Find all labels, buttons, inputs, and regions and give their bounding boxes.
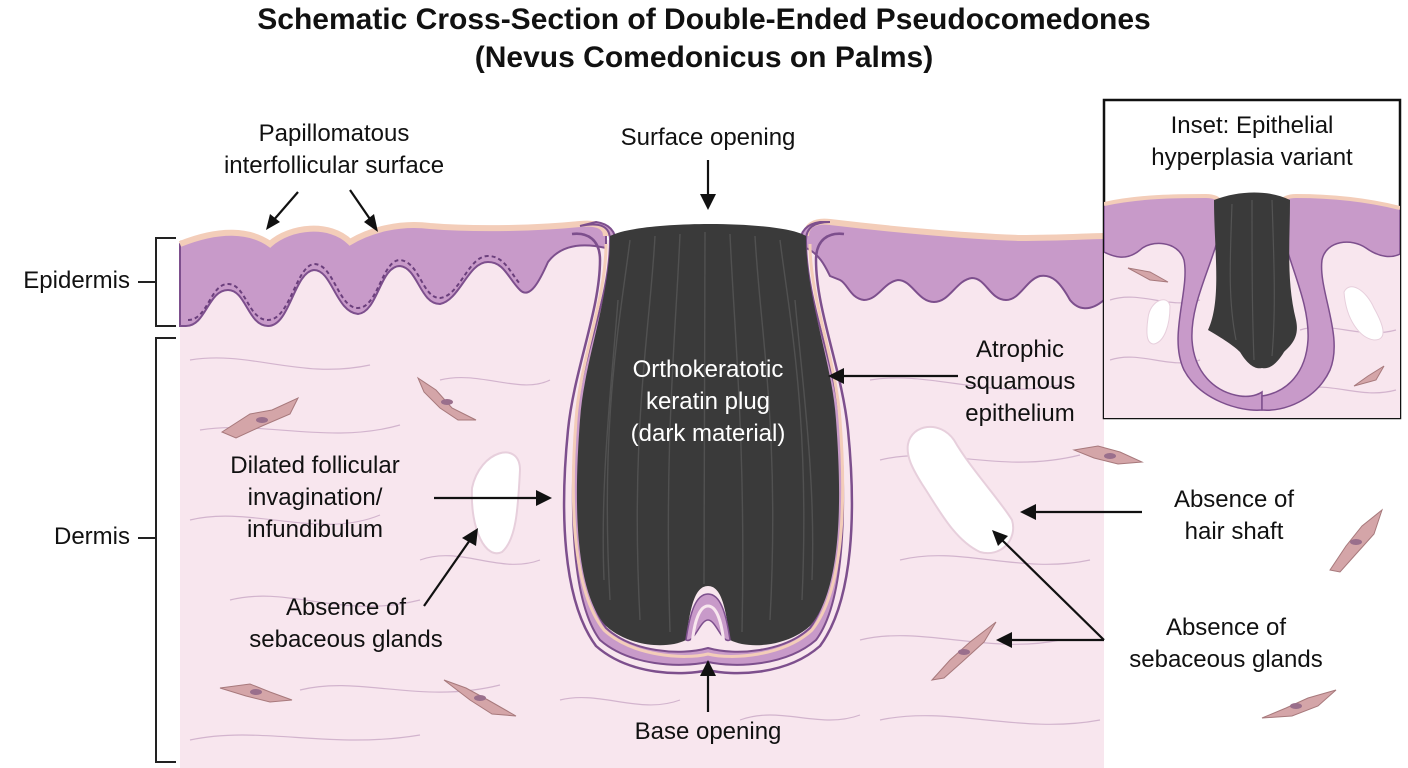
label-inset: Inset: Epithelial hyperplasia variant — [1106, 110, 1398, 174]
diagram-title-line1: Schematic Cross-Section of Double-Ended … — [0, 2, 1408, 38]
label-absence-sebaceous-left: Absence of sebaceous glands — [214, 592, 478, 656]
label-surface-opening: Surface opening — [580, 122, 836, 154]
diagram-title-line2: (Nevus Comedonicus on Palms) — [0, 40, 1408, 76]
label-dermis: Dermis — [0, 521, 130, 553]
bracket-dermis — [138, 338, 176, 762]
label-dilated-infundibulum: Dilated follicular invagination/ infundi… — [200, 450, 430, 546]
bracket-epidermis — [138, 238, 176, 326]
label-epidermis: Epidermis — [0, 265, 130, 297]
label-base-opening: Base opening — [600, 716, 816, 748]
label-absence-hair-shaft: Absence of hair shaft — [1144, 484, 1324, 548]
label-atrophic-epithelium: Atrophic squamous epithelium — [940, 334, 1100, 430]
label-keratin-plug: Orthokeratotic keratin plug (dark materi… — [588, 354, 828, 450]
label-papillomatous: Papillomatous interfollicular surface — [196, 118, 472, 182]
label-absence-sebaceous-right: Absence of sebaceous glands — [1104, 612, 1348, 676]
